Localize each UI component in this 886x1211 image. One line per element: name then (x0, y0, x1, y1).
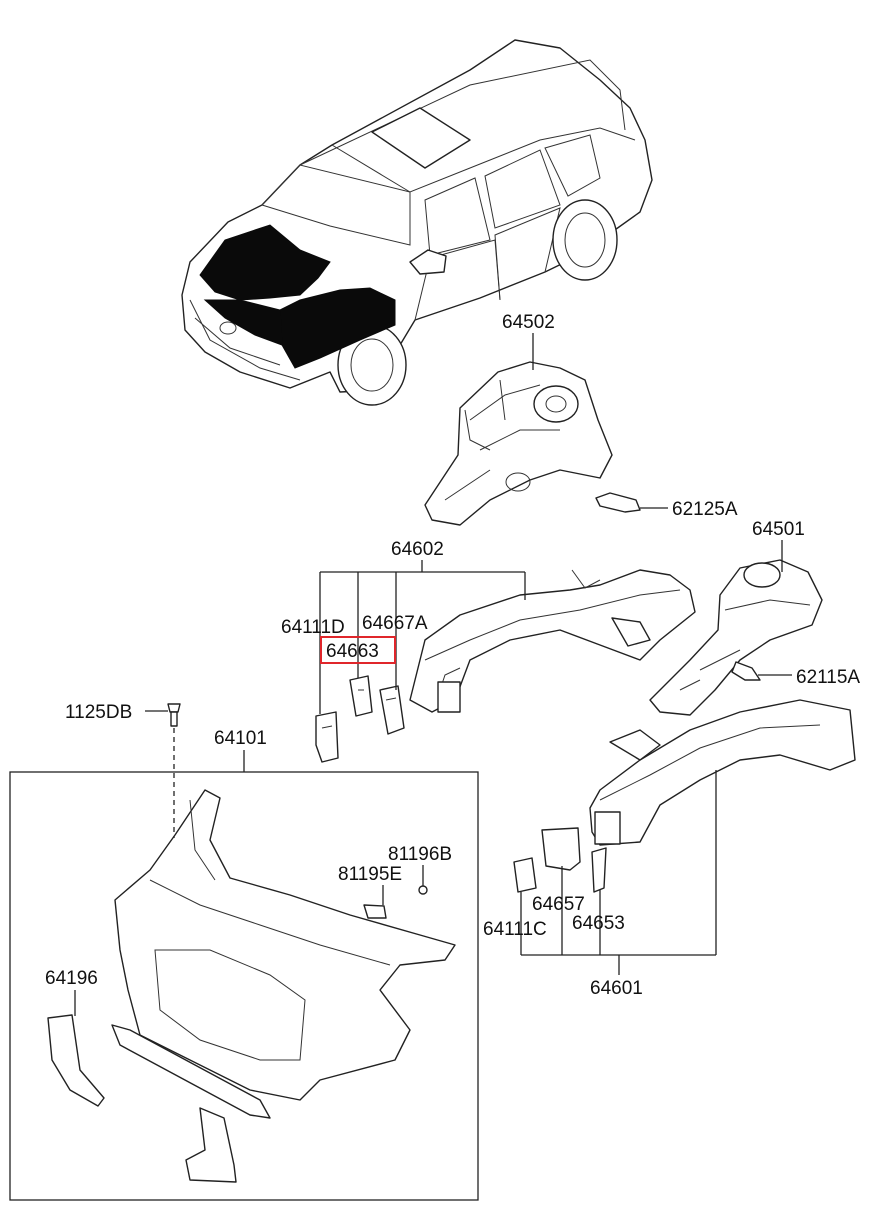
part-62125a-illustration (595, 492, 641, 513)
label-81196b[interactable]: 81196B (388, 844, 452, 865)
part-62115a-illustration (731, 661, 761, 681)
label-64601[interactable]: 64601 (590, 978, 643, 999)
part-64501-illustration (649, 559, 823, 716)
label-64502[interactable]: 64502 (502, 312, 555, 333)
vehicle-illustration (181, 39, 653, 406)
label-64111d[interactable]: 64111D (281, 617, 345, 638)
label-64663[interactable]: 64663 (326, 641, 379, 662)
small-parts-upper (315, 675, 405, 763)
part-64602-illustration (409, 569, 696, 713)
label-62125a[interactable]: 62125A (672, 499, 738, 520)
label-64501[interactable]: 64501 (752, 519, 805, 540)
label-64111c[interactable]: 64111C (483, 919, 547, 940)
label-64657[interactable]: 64657 (532, 894, 585, 915)
label-64101[interactable]: 64101 (214, 728, 267, 749)
part-labels: 64502 62125A 64501 64602 64111D 64667A 6… (45, 312, 860, 999)
bolt-1125db-illustration (167, 703, 181, 838)
small-parts-81195e-81196b (363, 885, 428, 919)
label-64653[interactable]: 64653 (572, 913, 625, 934)
part-64502-illustration (424, 361, 613, 526)
label-64196[interactable]: 64196 (45, 968, 98, 989)
small-parts-lower (513, 827, 607, 893)
label-64667a[interactable]: 64667A (362, 613, 428, 634)
label-62115a[interactable]: 62115A (796, 667, 860, 688)
highlight-box-64663 (320, 636, 396, 664)
leader-lines (74, 333, 792, 1016)
label-1125db[interactable]: 1125DB (65, 702, 132, 723)
label-81195e[interactable]: 81195E (338, 864, 402, 885)
lower-bracket-illustration (185, 1107, 237, 1183)
part-64196-illustration (47, 1014, 105, 1107)
part-64101-illustration (111, 789, 456, 1119)
part-64601-illustration (589, 699, 856, 846)
group-box-64101 (9, 771, 479, 1201)
label-64602[interactable]: 64602 (391, 539, 444, 560)
